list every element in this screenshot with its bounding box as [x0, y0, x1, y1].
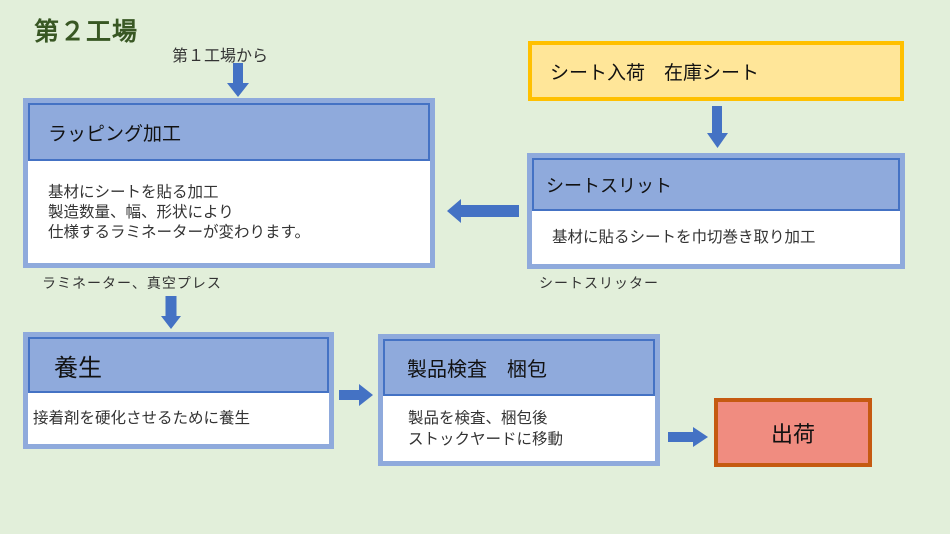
wrapping-header: ラッピング加工: [28, 103, 430, 161]
from-factory1-label: 第１工場から: [172, 46, 269, 65]
wrapping-description: 基材にシートを貼る加工 製造数量、幅、形状により 仕様するラミネーターが変わりま…: [48, 182, 310, 242]
inspection-header-label: 製品検査 梱包: [407, 357, 547, 381]
curing-description: 接着剤を硬化させるために養生: [33, 409, 251, 428]
inspection-process-box: 製品検査 梱包 製品を検査、梱包後 ストックヤードに移動: [378, 334, 660, 466]
inspection-description: 製品を検査、梱包後 ストックヤードに移動: [408, 408, 564, 448]
arrow-right-to-inspection: [339, 384, 373, 406]
wrapping-header-label: ラッピング加工: [48, 122, 182, 145]
curing-process-box: 養生 接着剤を硬化させるために養生: [23, 332, 334, 449]
sheet-arrival-label: シート入荷 在庫シート: [550, 61, 760, 84]
wrapping-equipment-label: ラミネーター、真空プレス: [42, 276, 222, 292]
arrow-down-to-slit: [707, 106, 728, 148]
arrow-down-to-curing: [161, 296, 181, 329]
sheet-arrival-box: シート入荷 在庫シート: [528, 41, 904, 101]
sheet-slit-header-label: シートスリット: [546, 175, 672, 197]
wrapping-process-box: ラッピング加工 基材にシートを貼る加工 製造数量、幅、形状により 仕様するラミネ…: [23, 98, 435, 268]
shipping-box: 出荷: [714, 398, 872, 467]
curing-header-label: 養生: [54, 353, 102, 382]
sheet-slit-description: 基材に貼るシートを巾切巻き取り加工: [552, 228, 816, 247]
page-title: 第２工場: [34, 17, 139, 46]
inspection-header: 製品検査 梱包: [383, 339, 655, 396]
arrow-right-to-shipping: [668, 427, 708, 447]
sheet-slit-equipment-label: シートスリッター: [539, 276, 659, 292]
arrow-down-from-factory1: [227, 63, 249, 97]
curing-header: 養生: [28, 337, 329, 393]
sheet-slit-process-box: シートスリット 基材に貼るシートを巾切巻き取り加工: [527, 153, 905, 269]
arrow-left-to-wrapping: [447, 199, 519, 223]
sheet-slit-header: シートスリット: [532, 158, 900, 211]
shipping-label: 出荷: [770, 422, 815, 448]
